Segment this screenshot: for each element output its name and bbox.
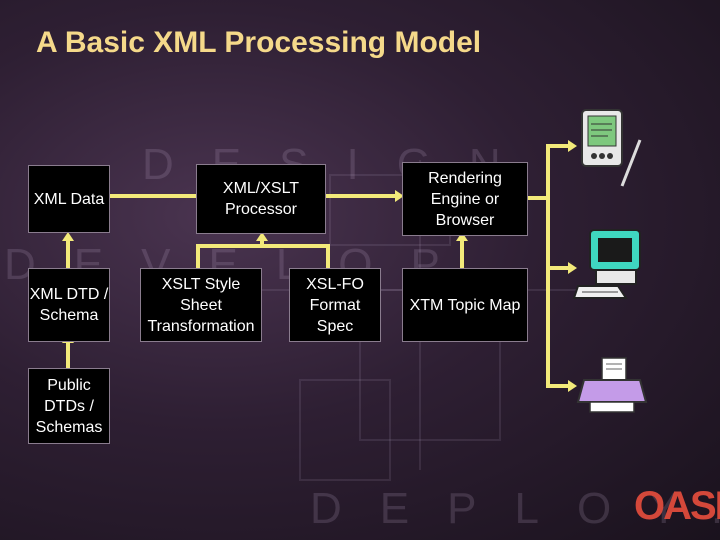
- box-xslt-stylesheet: XSLT Style Sheet Transformation: [140, 268, 262, 342]
- connector-data-processor: [110, 194, 196, 198]
- box-xml-data: XML Data: [28, 165, 110, 233]
- box-xtm-topic-map: XTM Topic Map: [402, 268, 528, 342]
- connector-xtm-rendering: [460, 240, 464, 268]
- arrow-to-pda: [568, 140, 577, 152]
- slide-title: A Basic XML Processing Model: [36, 26, 482, 59]
- box-rendering-label: Rendering Engine or Browser: [428, 169, 502, 229]
- connector-dtd-data: [66, 240, 70, 268]
- pda-icon: [581, 109, 642, 187]
- connector-processor-bar: [196, 244, 330, 248]
- bg-word-deploy: DEPLOY.: [310, 484, 720, 533]
- box-xtm-label: XTM Topic Map: [409, 296, 521, 314]
- arrow-to-rendering: [395, 190, 404, 202]
- box-xsl-fo: XSL-FO Format Spec: [289, 268, 381, 342]
- connector-processor-rendering: [326, 194, 396, 198]
- box-rendering-engine: Rendering Engine or Browser: [402, 162, 528, 236]
- oasis-logo-text: OASIS: [634, 484, 720, 528]
- connector-to-pda: [546, 144, 570, 148]
- box-xslfo-label: XSL-FO Format Spec: [306, 275, 364, 335]
- oasis-logo: OASIS: [634, 484, 720, 529]
- connector-processor-stem: [260, 240, 264, 246]
- box-processor-label: XML/XSLT Processor: [222, 180, 300, 218]
- box-dtd-label: XML DTD / Schema: [29, 286, 109, 324]
- arrow-to-rendering-from-xtm: [456, 232, 468, 241]
- connector-to-printer: [546, 384, 570, 388]
- arrow-to-printer: [568, 380, 577, 392]
- connector-xslt-up: [196, 244, 200, 268]
- printer-icon: [576, 357, 648, 413]
- arrow-to-xml-data: [62, 232, 74, 241]
- connector-xslfo-up: [326, 244, 330, 268]
- arrow-to-processor: [256, 232, 268, 241]
- box-xml-data-label: XML Data: [33, 190, 105, 208]
- box-public-label: Public DTDs / Schemas: [35, 376, 103, 436]
- desktop-computer-icon: [572, 229, 641, 299]
- box-public-dtds: Public DTDs / Schemas: [28, 368, 110, 444]
- box-xslt-label: XSLT Style Sheet Transformation: [147, 275, 255, 335]
- box-dtd-schema: XML DTD / Schema: [28, 268, 110, 342]
- connector-rendering-out: [528, 196, 548, 200]
- arrow-to-computer: [568, 262, 577, 274]
- connector-to-computer: [546, 266, 570, 270]
- box-xml-xslt-processor: XML/XSLT Processor: [196, 164, 326, 234]
- connector-public-dtd: [66, 342, 70, 368]
